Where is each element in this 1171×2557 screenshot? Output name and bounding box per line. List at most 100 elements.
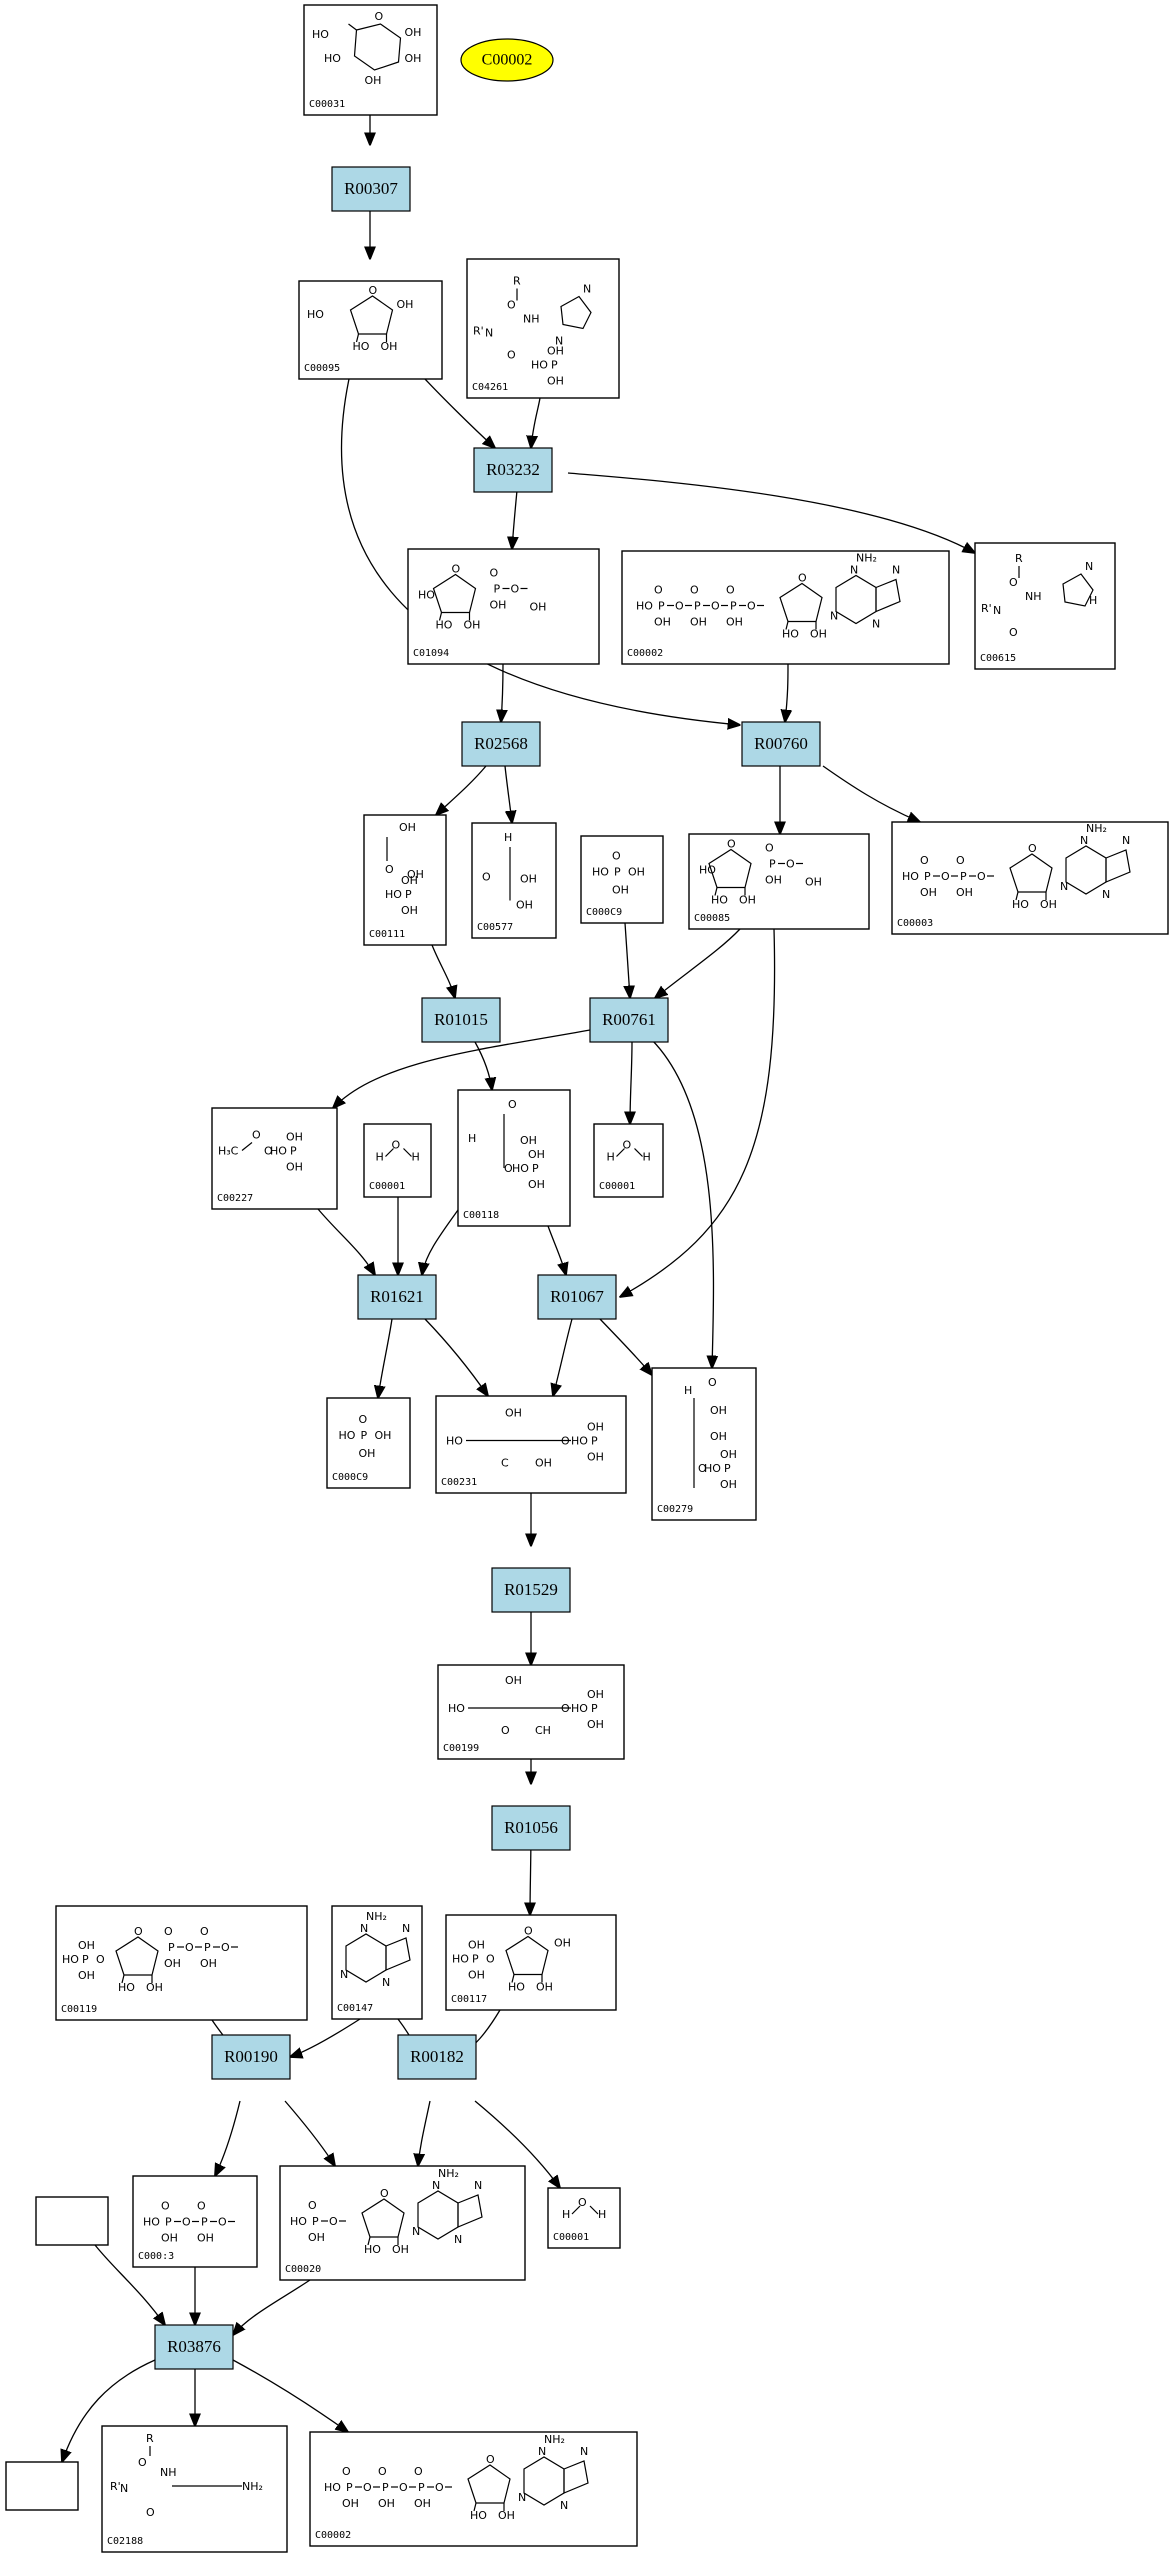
atom-label: H (598, 2208, 606, 2221)
reaction-node-r02568[interactable]: R02568 (461, 721, 541, 767)
atom-label: R' (110, 2480, 121, 2493)
compound-box (891, 821, 1169, 935)
atom-label: O (342, 2465, 351, 2478)
compound-box (326, 1397, 411, 1489)
atom-label: O (798, 572, 807, 585)
reaction-node-r03876[interactable]: R03876 (154, 2324, 234, 2370)
atom-label: OH (530, 601, 547, 614)
reaction-node-r03232[interactable]: R03232 (473, 447, 553, 493)
atom-label: OH (200, 1957, 217, 1970)
compound-node-empty[interactable] (35, 2196, 109, 2246)
atom-label: P (924, 870, 931, 883)
atom-label: OH (414, 2497, 431, 2510)
compound-box (309, 2431, 638, 2547)
atom-label: O (507, 299, 516, 312)
compound-box (466, 258, 620, 399)
reaction-node-r01621[interactable]: R01621 (357, 1274, 437, 1320)
compound-label: C00111 (369, 929, 405, 940)
atom-label: O (623, 1139, 632, 1152)
reaction-box (473, 447, 553, 493)
edge-arrow (436, 765, 487, 815)
reaction-node-r01056[interactable]: R01056 (491, 1805, 571, 1851)
atom-label: O (392, 1139, 401, 1152)
compound-label: C00119 (61, 2004, 97, 2015)
edge-arrow (215, 2100, 241, 2176)
bond (616, 1148, 625, 1157)
atom-label: O (654, 584, 663, 597)
atom-label: OH (720, 1478, 737, 1491)
reaction-node-r01015[interactable]: R01015 (421, 997, 501, 1043)
reaction-node-r01067[interactable]: R01067 (537, 1274, 617, 1320)
atom-label: OH (765, 874, 782, 887)
atom-label: O (675, 600, 684, 613)
reaction-node-r00761[interactable]: R00761 (589, 997, 669, 1043)
reaction-label: R00760 (754, 734, 808, 753)
compound-label: C00001 (599, 1181, 635, 1192)
atom-label: O (329, 2215, 338, 2228)
atom-label: N (830, 610, 838, 623)
atom-label: OH (720, 1448, 737, 1461)
ellipse-node-c00002[interactable]: C00002 (460, 38, 554, 82)
compound-box (435, 1395, 627, 1494)
atom-label: O (698, 1462, 707, 1475)
atom-label: OH (547, 345, 564, 358)
atom-label: N (412, 2225, 420, 2238)
atom-label: R (513, 275, 521, 288)
reaction-node-r00760[interactable]: R00760 (741, 721, 821, 767)
atom-label: OH (587, 1421, 604, 1434)
reaction-node-r00190[interactable]: R00190 (211, 2034, 291, 2080)
atom-label: OH (378, 2497, 395, 2510)
atom-label: NH₂ (1086, 822, 1107, 835)
atom-label: OH (726, 616, 743, 629)
compound-node-empty[interactable] (5, 2461, 79, 2511)
compound-box (457, 1089, 571, 1227)
reaction-node-r01529[interactable]: R01529 (491, 1567, 571, 1613)
atom-label: O (486, 1953, 495, 1966)
bond (571, 2205, 581, 2215)
reaction-node-r00307[interactable]: R00307 (331, 166, 411, 212)
atom-label: HO (307, 308, 324, 321)
atom-label: HO (448, 1702, 465, 1715)
atom-label: H (504, 831, 512, 844)
reaction-box (491, 1805, 571, 1851)
atom-label: OH (547, 375, 564, 388)
atom-label: P (405, 888, 412, 901)
atom-label: HO (143, 2216, 160, 2229)
compound-label: C02188 (107, 2536, 143, 2547)
reaction-node-r00182[interactable]: R00182 (397, 2034, 477, 2080)
bond (348, 23, 357, 31)
atom-label: O (486, 2453, 495, 2466)
